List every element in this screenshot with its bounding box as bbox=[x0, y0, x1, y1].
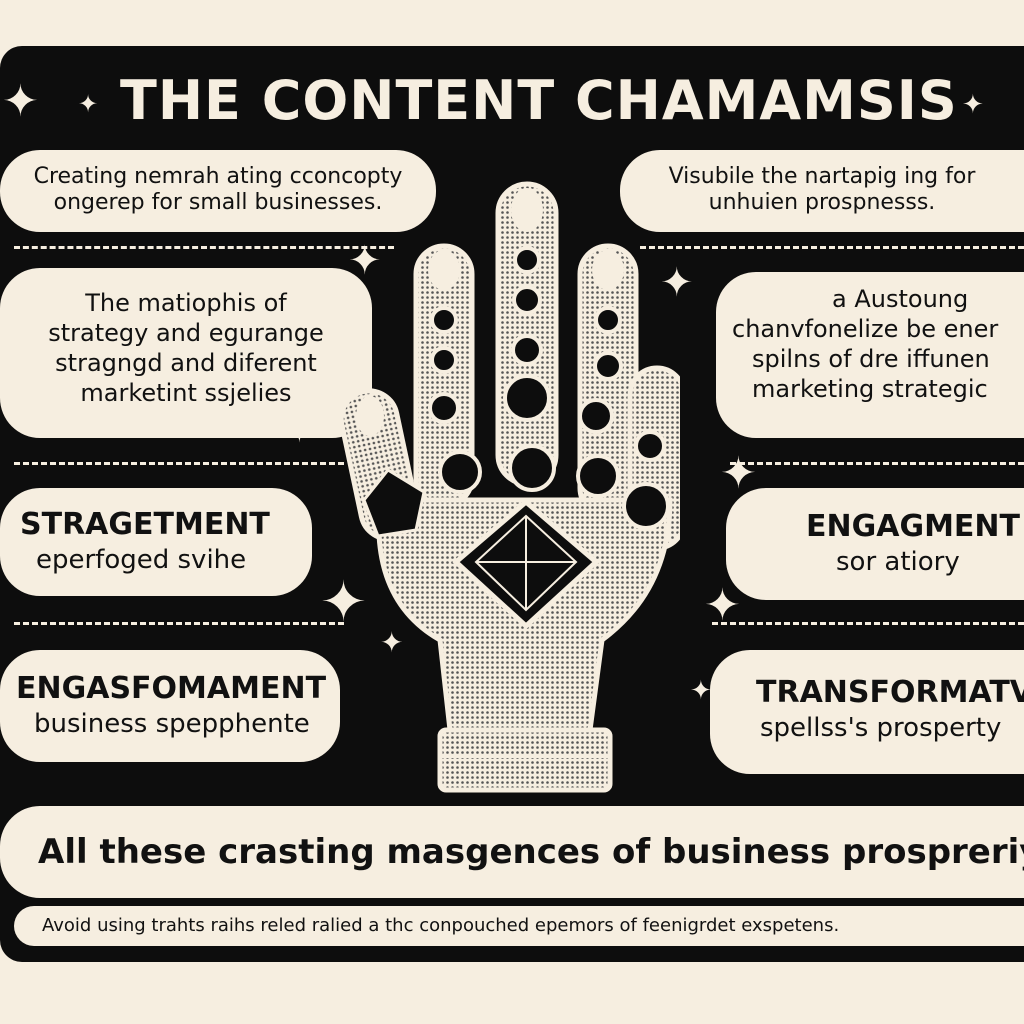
bubble-heading: ENGAGMENT bbox=[806, 509, 1020, 544]
sparkle-icon: ✦ bbox=[380, 626, 404, 659]
sparkle-icon: ✦ bbox=[690, 676, 712, 706]
bubble-subtext: spellss's prosperty bbox=[760, 713, 1002, 743]
divider bbox=[14, 462, 344, 465]
sparkle-icon: ✦ bbox=[2, 76, 39, 127]
bubble-heading: TRANSFORMATVI bbox=[756, 675, 1024, 710]
page-title: THE CONTENT CHAMAMSIS bbox=[120, 69, 958, 132]
bubble-heading: ENGASFOMAMENT bbox=[16, 671, 327, 706]
bubble-text: unhuien prospnesss. bbox=[708, 190, 936, 215]
bubble-text: chanvfonelize be ener bbox=[732, 315, 999, 343]
bubble-text: marketint ssjelies bbox=[80, 379, 292, 407]
bubble-text: a Austoung bbox=[832, 285, 969, 313]
sparkle-icon: ✦ bbox=[78, 90, 99, 118]
bubble-text: Creating nemrah ating cconcopty bbox=[33, 164, 403, 189]
bubble-text: ongerep for small businesses. bbox=[53, 190, 383, 215]
bubble-subtext: eperfoged svihe bbox=[36, 545, 247, 575]
sparkle-icon: ✦ bbox=[660, 260, 694, 306]
bubble-text: spilns of dre iffunen bbox=[752, 345, 990, 373]
info-bubble-right-1: Visubile the nartapig ing for unhuien pr… bbox=[620, 150, 1024, 232]
divider bbox=[730, 462, 1024, 465]
sparkle-icon: ✦ bbox=[962, 90, 984, 120]
info-bubble-right-2: a Austoung chanvfonelize be ener spilns … bbox=[716, 272, 1024, 438]
info-bubble-left-1: Creating nemrah ating cconcopty ongerep … bbox=[0, 150, 436, 232]
divider bbox=[640, 246, 1024, 249]
info-bubble-right-4: TRANSFORMATVI spellss's prosperty bbox=[710, 650, 1024, 774]
bubble-subtext: sor atiory bbox=[836, 547, 960, 577]
bubble-text: stragngd and diferent bbox=[55, 349, 317, 377]
bubble-text: Visubile the nartapig ing for bbox=[668, 164, 976, 189]
bubble-text: marketing strategic bbox=[752, 375, 988, 403]
bubble-heading: STRAGETMENT bbox=[20, 507, 270, 542]
divider bbox=[712, 622, 1024, 625]
info-bubble-left-3: STRAGETMENT eperfoged svihe bbox=[0, 488, 312, 596]
info-bubble-left-2: The matiophis of strategy and egurange s… bbox=[0, 268, 372, 438]
footer-note: Avoid using trahts raihs reled ralied a … bbox=[14, 906, 1024, 946]
divider bbox=[14, 622, 344, 625]
summary-banner: All these crasting masgences of business… bbox=[0, 806, 1024, 898]
bubble-text: strategy and egurange bbox=[48, 319, 324, 347]
bubble-text: The matiophis of bbox=[85, 289, 287, 317]
robotic-hand-illustration bbox=[340, 181, 680, 793]
bubble-subtext: business spepphente bbox=[34, 709, 310, 739]
info-bubble-right-3: ENGAGMENT sor atiory bbox=[726, 488, 1024, 600]
divider bbox=[14, 246, 394, 249]
info-bubble-left-4: ENGASFOMAMENT business spepphente bbox=[0, 650, 340, 762]
